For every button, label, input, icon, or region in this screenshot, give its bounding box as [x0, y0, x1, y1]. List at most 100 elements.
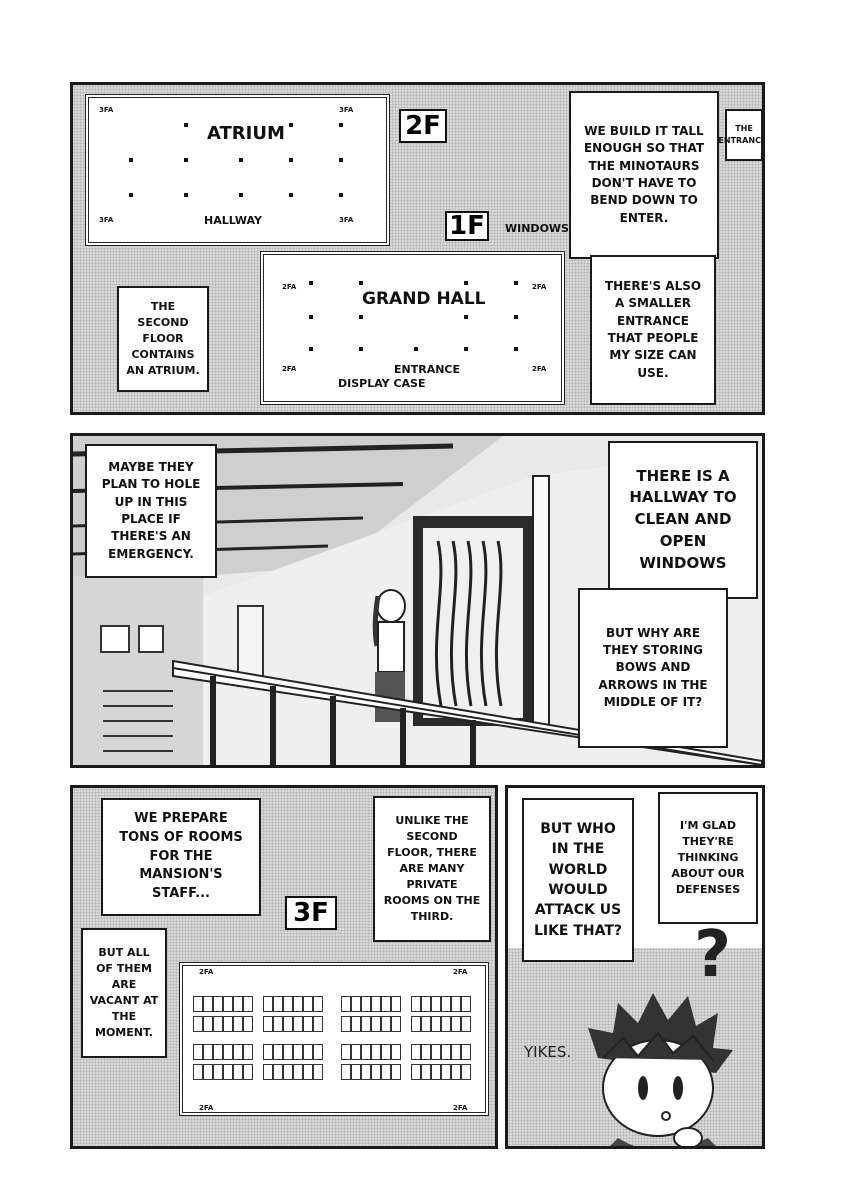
- stair-label-bl: 2FA: [282, 365, 297, 373]
- stair-label-br: 2FA: [532, 365, 547, 373]
- pillar: [129, 193, 133, 197]
- room-row: [193, 1016, 253, 1032]
- room: [193, 1064, 203, 1080]
- room: [293, 996, 303, 1012]
- room-row: [411, 1016, 471, 1032]
- room: [273, 1064, 283, 1080]
- room: [461, 1044, 471, 1060]
- room: [263, 1016, 273, 1032]
- caption-glad-defenses: I'M GLAD THEY'RE THINKING ABOUT OUR DEFE…: [658, 792, 758, 924]
- room: [341, 1064, 351, 1080]
- room: [441, 996, 451, 1012]
- room: [391, 1016, 401, 1032]
- room: [213, 996, 223, 1012]
- room: [431, 1064, 441, 1080]
- room-row: [341, 1064, 401, 1080]
- room: [461, 996, 471, 1012]
- room: [411, 1044, 421, 1060]
- pillar: [184, 123, 188, 127]
- room: [313, 1064, 323, 1080]
- stair-label-tl: 2FA: [199, 968, 214, 976]
- room: [371, 1016, 381, 1032]
- room: [283, 1064, 293, 1080]
- room: [381, 1064, 391, 1080]
- pillar: [464, 315, 468, 319]
- pillar: [514, 315, 518, 319]
- room: [361, 1064, 371, 1080]
- grand-hall-plan: GRAND HALL ENTRANCE DISPLAY CASE 2FA 2FA…: [260, 251, 565, 405]
- pillar: [464, 347, 468, 351]
- room: [361, 996, 371, 1012]
- room: [263, 996, 273, 1012]
- panel-floor-plans: ATRIUM HALLWAY 3FA 3FA 3FA 3FA 2F 1F WIN…: [70, 82, 765, 415]
- room-row: [263, 1064, 323, 1080]
- room: [371, 996, 381, 1012]
- room: [431, 1044, 441, 1060]
- stair-label-tr: 3FA: [339, 106, 354, 114]
- room-row: [193, 1064, 253, 1080]
- room: [411, 1064, 421, 1080]
- room: [193, 1044, 203, 1060]
- room: [303, 1044, 313, 1060]
- room: [361, 1016, 371, 1032]
- room: [351, 1044, 361, 1060]
- room-row: [411, 996, 471, 1012]
- yikes-sfx: YIKES.: [524, 1043, 572, 1061]
- room: [381, 1044, 391, 1060]
- room: [283, 996, 293, 1012]
- question-mark: ?: [694, 918, 732, 992]
- room: [421, 996, 431, 1012]
- pillar: [514, 347, 518, 351]
- pillar: [514, 281, 518, 285]
- room-row: [193, 996, 253, 1012]
- room: [223, 1064, 233, 1080]
- room: [233, 1044, 243, 1060]
- room: [441, 1044, 451, 1060]
- room: [411, 996, 421, 1012]
- room: [273, 1044, 283, 1060]
- room: [203, 1044, 213, 1060]
- caption-hole-up: MAYBE THEY PLAN TO HOLE UP IN THIS PLACE…: [85, 444, 217, 578]
- stair-label-tr: 2FA: [532, 283, 547, 291]
- pillar: [289, 158, 293, 162]
- room: [313, 1044, 323, 1060]
- stair-label-br: 3FA: [339, 216, 354, 224]
- atrium-plan: ATRIUM HALLWAY 3FA 3FA 3FA 3FA: [85, 94, 390, 246]
- room: [283, 1016, 293, 1032]
- third-floor-plan: 2FA 2FA 2FA 2FA: [179, 962, 489, 1116]
- room-row: [341, 1016, 401, 1032]
- room-row: [193, 1044, 253, 1060]
- room: [341, 996, 351, 1012]
- room: [421, 1016, 431, 1032]
- room: [293, 1064, 303, 1080]
- room: [313, 1016, 323, 1032]
- room: [303, 1064, 313, 1080]
- pillar: [289, 123, 293, 127]
- room: [293, 1044, 303, 1060]
- room: [293, 1016, 303, 1032]
- room: [431, 996, 441, 1012]
- room: [193, 1016, 203, 1032]
- room: [341, 1016, 351, 1032]
- room: [203, 996, 213, 1012]
- room: [213, 1016, 223, 1032]
- pillar: [309, 315, 313, 319]
- room-row: [263, 996, 323, 1012]
- room: [381, 1016, 391, 1032]
- floor-tag-2f: 2F: [399, 109, 447, 143]
- pillar: [184, 193, 188, 197]
- room: [391, 996, 401, 1012]
- pillar: [184, 158, 188, 162]
- caption-smaller-entrance: THERE'S ALSO A SMALLER ENTRANCE THAT PEO…: [590, 255, 716, 405]
- pillar: [464, 281, 468, 285]
- room: [223, 996, 233, 1012]
- caption-entrance-tag: THE ENTRANCE:: [718, 109, 762, 161]
- room: [303, 1016, 313, 1032]
- room-row: [341, 996, 401, 1012]
- caption-entrance-tall: WE BUILD IT TALL ENOUGH SO THAT THE MINO…: [569, 91, 719, 259]
- room: [381, 996, 391, 1012]
- room: [361, 1044, 371, 1060]
- room: [431, 1016, 441, 1032]
- pillar: [309, 281, 313, 285]
- room: [421, 1064, 431, 1080]
